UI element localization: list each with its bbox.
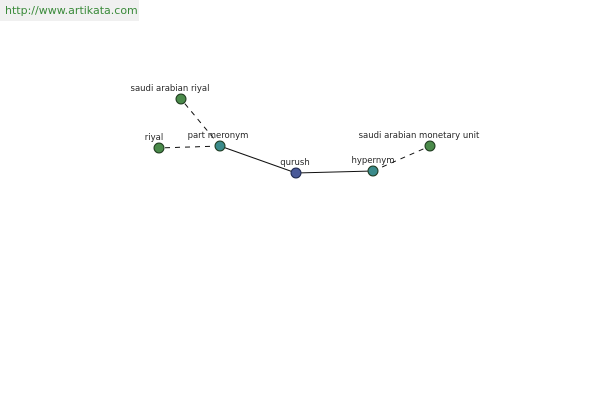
node-saudi-arabian-riyal-marker[interactable] <box>175 93 187 105</box>
node-qurush[interactable]: qurush <box>280 158 310 179</box>
node-riyal[interactable]: riyal <box>145 133 165 154</box>
edge-part-meronym-riyal <box>158 145 221 149</box>
node-hypernym-label: hypernym <box>351 156 394 166</box>
node-riyal-label: riyal <box>145 133 163 143</box>
node-hypernym[interactable]: hypernym <box>351 156 395 177</box>
node-hypernym-marker[interactable] <box>367 165 379 177</box>
node-part-meronym[interactable]: part meronym <box>188 131 249 152</box>
node-saudi-arabian-riyal[interactable]: saudi arabian riyal <box>131 84 210 105</box>
node-saudi-arabian-monetary-unit-marker[interactable] <box>424 140 436 152</box>
node-saudi-arabian-monetary-unit[interactable]: saudi arabian monetary unit <box>359 131 480 152</box>
node-riyal-marker[interactable] <box>153 142 165 154</box>
node-part-meronym-label: part meronym <box>188 131 249 141</box>
artikata-url-watermark[interactable]: http://www.artikata.com <box>0 0 139 21</box>
edge-center-part-meronym <box>219 145 297 174</box>
node-saudi-arabian-riyal-label: saudi arabian riyal <box>131 84 210 94</box>
edge-hypernym-saudi-arabian-monetary-unit <box>372 145 431 172</box>
node-qurush-label: qurush <box>280 158 309 168</box>
node-part-meronym-marker[interactable] <box>214 140 226 152</box>
edge-center-hypernym <box>295 170 374 174</box>
node-qurush-marker[interactable] <box>290 167 302 179</box>
node-saudi-arabian-monetary-unit-label: saudi arabian monetary unit <box>359 131 480 141</box>
edge-part-meronym-saudi-arabian-riyal <box>180 98 221 147</box>
